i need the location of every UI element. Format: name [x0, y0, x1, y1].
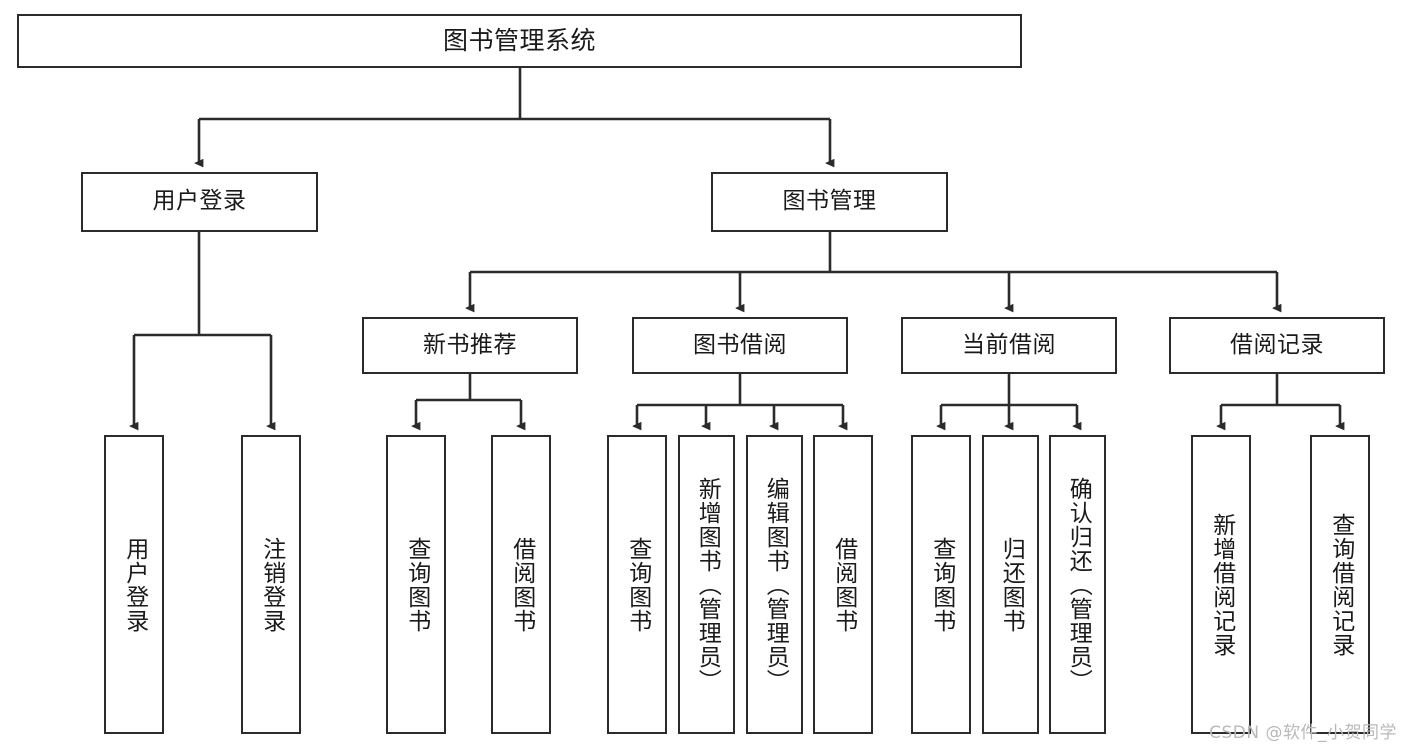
node-label: 新增借阅记录	[1208, 512, 1235, 657]
node-leaf-add-borrow-record[interactable]: 新增借阅记录	[1191, 435, 1251, 734]
node-new-book-recommend[interactable]: 新书推荐	[362, 317, 578, 374]
node-label: 归还图书	[998, 536, 1025, 633]
node-label: 借阅图书	[508, 536, 535, 633]
node-label: 用户登录	[121, 536, 148, 633]
node-leaf-query-borrow-record[interactable]: 查询借阅记录	[1310, 435, 1370, 734]
node-label: 借阅记录	[1230, 331, 1324, 358]
csdn-watermark: CSDN @软件_小贺同学	[1209, 723, 1397, 743]
node-label: 查询图书	[928, 536, 955, 633]
node-leaf-return-book[interactable]: 归还图书	[982, 435, 1039, 734]
node-leaf-query-book-recommend[interactable]: 查询图书	[386, 435, 446, 734]
node-leaf-confirm-return-admin[interactable]: 确认归还（管理员）	[1049, 435, 1106, 734]
node-book-management[interactable]: 图书管理	[711, 172, 948, 232]
node-label: 编辑图书（管理员）	[762, 476, 789, 693]
node-label: 查询图书	[403, 536, 430, 633]
node-label: 新增图书（管理员）	[694, 476, 721, 693]
node-user-login[interactable]: 用户登录	[81, 172, 318, 232]
node-leaf-logout[interactable]: 注销登录	[241, 435, 301, 734]
node-leaf-user-login[interactable]: 用户登录	[104, 435, 164, 734]
node-label: 注销登录	[258, 536, 285, 633]
node-label: 图书管理系统	[442, 26, 596, 56]
node-label: 图书管理	[782, 188, 877, 215]
node-leaf-add-book-admin[interactable]: 新增图书（管理员）	[678, 435, 735, 734]
node-leaf-query-book-current[interactable]: 查询图书	[911, 435, 971, 734]
node-label: 查询借阅记录	[1327, 512, 1354, 657]
node-leaf-edit-book-admin[interactable]: 编辑图书（管理员）	[746, 435, 803, 734]
node-label: 当前借阅	[962, 331, 1056, 358]
node-leaf-borrow-book-recommend[interactable]: 借阅图书	[491, 435, 551, 734]
node-leaf-borrow-book[interactable]: 借阅图书	[813, 435, 873, 734]
node-label: 借阅图书	[830, 536, 857, 633]
node-label: 用户登录	[152, 188, 247, 215]
node-label: 确认归还（管理员）	[1065, 476, 1092, 693]
node-borrow-record[interactable]: 借阅记录	[1169, 317, 1385, 374]
node-leaf-query-book-borrow[interactable]: 查询图书	[607, 435, 667, 734]
node-label: 查询图书	[624, 536, 651, 633]
node-root-book-management-system[interactable]: 图书管理系统	[17, 14, 1022, 68]
node-book-borrow[interactable]: 图书借阅	[632, 317, 848, 374]
node-label: 新书推荐	[423, 331, 517, 358]
node-current-borrow[interactable]: 当前借阅	[901, 317, 1117, 374]
node-label: 图书借阅	[693, 331, 787, 358]
